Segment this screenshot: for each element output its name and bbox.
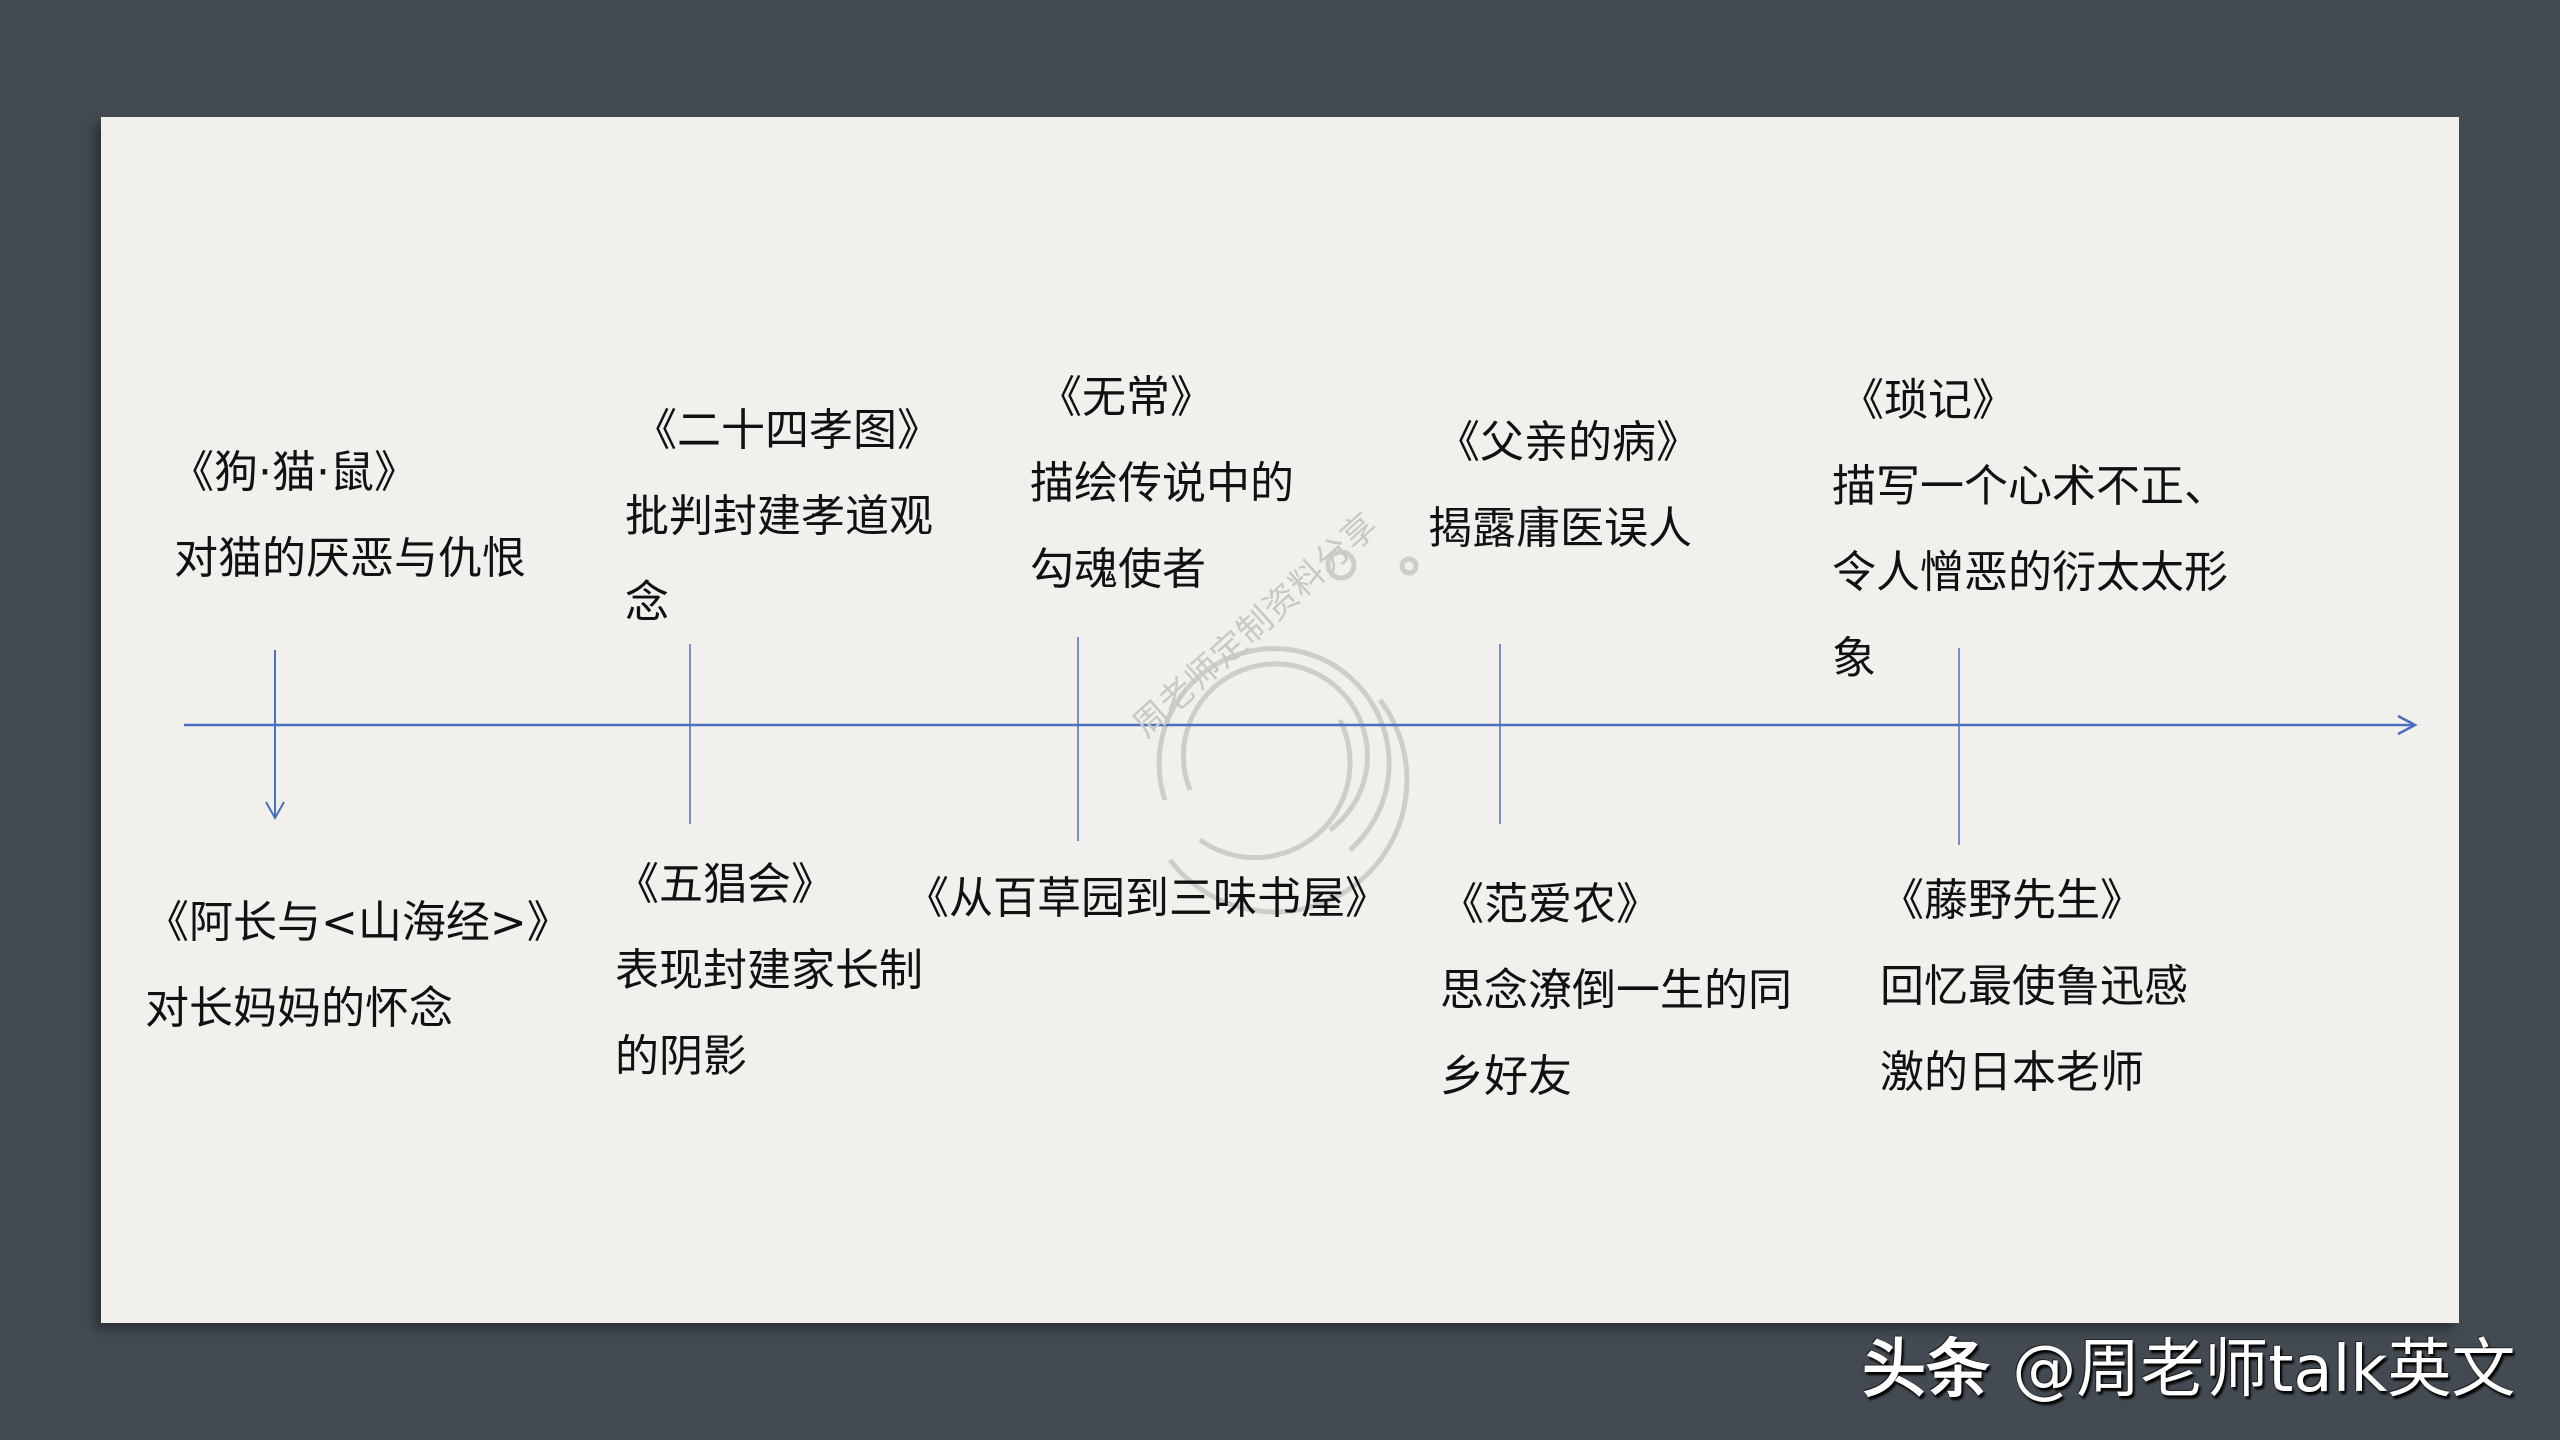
timeline-item-above: 《狗·猫·鼠》 对猫的厌恶与仇恨	[170, 430, 526, 602]
footer-handle: @周老师talk英文	[2012, 1333, 2516, 1407]
item-desc: 激的日本老师	[1880, 1047, 2144, 1098]
item-desc: 对猫的厌恶与仇恨	[174, 533, 526, 584]
item-title: 《阿长与<山海经>》	[145, 897, 571, 948]
item-desc: 描写一个心术不正、	[1832, 461, 2228, 512]
item-desc: 描绘传说中的	[1030, 458, 1294, 509]
timeline-item-below: 《藤野先生》 回忆最使鲁迅感 激的日本老师	[1880, 858, 2188, 1116]
item-title: 《狗·猫·鼠》	[170, 447, 418, 498]
item-title: 《五猖会》	[615, 859, 835, 910]
item-title: 《藤野先生》	[1880, 875, 2144, 926]
item-desc: 象	[1832, 633, 1876, 684]
timeline-item-below: 《五猖会》 表现封建家长制 的阴影	[615, 842, 923, 1100]
item-desc: 的阴影	[615, 1031, 747, 1082]
item-title: 《二十四孝图》	[633, 405, 941, 456]
item-desc: 回忆最使鲁迅感	[1880, 961, 2188, 1012]
timeline-item-below: 《阿长与<山海经>》 对长妈妈的怀念	[145, 880, 571, 1052]
timeline-item-above: 《琐记》 描写一个心术不正、 令人憎恶的衍太太形 象	[1832, 358, 2228, 702]
item-title: 《琐记》	[1840, 375, 2016, 426]
item-desc: 乡好友	[1440, 1051, 1572, 1102]
item-title: 《范爱农》	[1440, 879, 1660, 930]
item-desc: 念	[625, 577, 669, 628]
timeline-item-above: 《无常》 描绘传说中的 勾魂使者	[1030, 355, 1294, 613]
item-desc: 对长妈妈的怀念	[145, 983, 453, 1034]
item-desc: 勾魂使者	[1030, 544, 1206, 595]
item-title: 《从百草园到三味书屋》	[905, 873, 1389, 924]
item-desc: 令人憎恶的衍太太形	[1832, 547, 2228, 598]
timeline-item-below: 《范爱农》 思念潦倒一生的同 乡好友	[1440, 862, 1792, 1120]
item-desc: 表现封建家长制	[615, 945, 923, 996]
item-desc: 揭露庸医误人	[1428, 503, 1692, 554]
footer-brand: 头条	[1862, 1333, 1990, 1407]
timeline-item-above: 《父亲的病》 揭露庸医误人	[1428, 400, 1700, 572]
timeline-item-below: 《从百草园到三味书屋》	[905, 856, 1389, 942]
item-title: 《无常》	[1038, 372, 1214, 423]
item-desc: 批判封建孝道观	[625, 491, 933, 542]
footer-watermark: 头条 @周老师talk英文	[1862, 1318, 2515, 1410]
item-title: 《父亲的病》	[1436, 417, 1700, 468]
slide	[101, 117, 2459, 1323]
item-desc: 思念潦倒一生的同	[1440, 965, 1792, 1016]
timeline-item-above: 《二十四孝图》 批判封建孝道观 念	[625, 388, 941, 646]
